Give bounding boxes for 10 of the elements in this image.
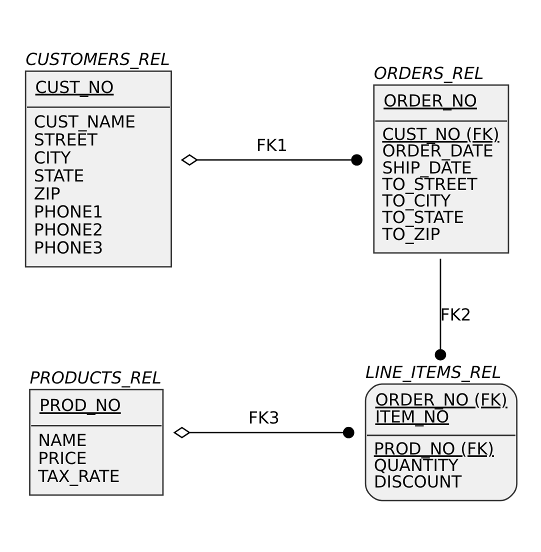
- connector: [173, 426, 354, 438]
- edge-label: FK2: [440, 304, 472, 324]
- node-label: CUSTOMERS_REL: [26, 50, 170, 69]
- node-label: ORDERS_REL: [374, 63, 484, 82]
- edge-label: FK1: [256, 136, 288, 155]
- node-label: LINE_ITEMS_REL: [366, 362, 502, 382]
- connector: [180, 154, 362, 166]
- connector: [434, 258, 446, 360]
- edge-label: FK3: [248, 408, 280, 428]
- node-label: PRODUCTS_REL: [30, 368, 162, 387]
